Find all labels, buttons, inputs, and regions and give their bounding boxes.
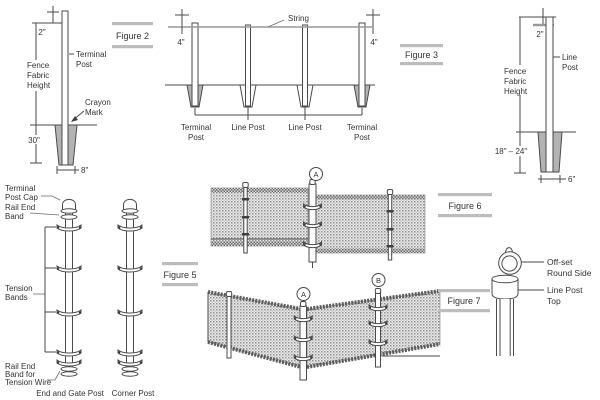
offset-round-eye-inner <box>501 255 518 272</box>
figure7-title: Figure 7 <box>447 296 480 306</box>
callout-a: A <box>313 170 318 179</box>
end-post <box>226 295 232 359</box>
callout-a: A <box>301 290 306 299</box>
dim-30in: 30" <box>28 136 40 145</box>
dim-18-24in: 18" – 24" <box>495 147 528 156</box>
terminal-post-right <box>358 22 366 107</box>
rail-end-band-tw-label-2: Band for <box>5 370 36 379</box>
terminal-left-label-1: Terminal <box>181 123 211 132</box>
rail-end-band-label-2: Band <box>5 212 24 221</box>
callout-b: B <box>376 276 381 285</box>
line-post-label-1: Line <box>562 53 578 62</box>
end-gate-post-caption: End and Gate Post <box>36 389 104 398</box>
terminal-left-label-2: Post <box>188 133 205 142</box>
rail-end-band <box>60 208 78 214</box>
figure2-label: Figure 2 <box>112 22 153 49</box>
fabric-height-label-1: Fence <box>504 67 527 76</box>
terminal-post-label-1: Terminal <box>76 50 106 59</box>
crayon-mark-label-1: Crayon <box>85 98 111 107</box>
terminal-post-cap-label-2: Post Cap <box>5 193 38 202</box>
line-post-left <box>245 24 251 107</box>
chain-link-fabric-left <box>210 187 309 247</box>
fabric-height-label-3: Height <box>504 87 528 96</box>
terminal-post-setting-diagram: 2" Terminal Post Fence Fabric Height Cra… <box>25 6 111 175</box>
terminal-post <box>308 183 317 263</box>
terminal-post-left <box>191 22 199 107</box>
crayon-mark-label-2: Mark <box>85 108 104 117</box>
corner-post-cap <box>300 301 307 307</box>
line-post <box>243 185 248 254</box>
line-right-label: Line Post <box>288 123 322 132</box>
line-post-top-label-2: Top <box>547 296 561 306</box>
figure3-label: Figure 3 <box>400 44 443 66</box>
leader-arrowhead <box>71 116 78 122</box>
tension-bands-label-1: Tension <box>5 284 33 293</box>
fabric-height-label-1: Fence <box>27 61 50 70</box>
callout-a-circle <box>296 287 311 301</box>
chain-link-fabric-right <box>315 194 426 254</box>
line-post <box>375 292 381 368</box>
figure7-label: Figure 7 <box>438 289 490 313</box>
string-line-diagram: String 4" 4" Terminal Post Line Post Lin… <box>165 9 380 142</box>
fabric-height-label-2: Fabric <box>504 77 526 86</box>
terminal-right-label-1: Terminal <box>347 123 377 132</box>
fabric-height-label-3: Height <box>27 81 51 90</box>
rail-end-band-bottom <box>60 366 78 372</box>
terminal-post <box>61 10 69 166</box>
line-left-label: Line Post <box>231 123 265 132</box>
dim-8in: 8" <box>81 166 88 175</box>
rail-end-band-label-1: Rail End <box>5 203 35 212</box>
dim-4in-left: 4" <box>177 38 184 47</box>
figure6-title: Figure 6 <box>448 201 481 211</box>
figure5-label: Figure 5 <box>162 262 198 287</box>
rail-end-band-tw-label-1: Rail End <box>5 362 35 371</box>
corner-post-diagram: Corner Post <box>112 198 155 398</box>
line-post-top-detail-diagram: Off-set Round Side Line Post Top <box>491 247 592 356</box>
line-post-setting-diagram: 2" Line Post Fence Fabric Height 18" – 2… <box>494 8 579 184</box>
string-label: String <box>288 14 309 23</box>
terminal-right-label-2: Post <box>354 133 371 142</box>
figure6-label: Figure 6 <box>438 193 492 218</box>
corner-post-caption: Corner Post <box>112 389 155 398</box>
line-post <box>387 192 393 261</box>
figure2-title: Figure 2 <box>116 31 149 41</box>
figure5-title: Figure 5 <box>163 270 196 280</box>
end-and-gate-post-diagram: Terminal Post Cap Rail End Band Tension … <box>5 184 105 398</box>
tension-bands-label-2: Bands <box>5 293 28 302</box>
fabric-height-label-2: Fabric <box>27 71 49 80</box>
line-post-right <box>302 24 308 107</box>
callout-b-circle <box>371 273 386 287</box>
dim-4in-right: 4" <box>370 38 377 47</box>
offset-round-side-label-2: Round Side <box>547 268 592 278</box>
figure3-title: Figure 3 <box>405 50 438 60</box>
terminal-post-cap-label-1: Terminal <box>5 184 35 193</box>
dim-2in: 2" <box>536 30 543 39</box>
callout-a-circle <box>309 167 323 181</box>
corner-fence-run-diagram: A B <box>207 273 441 381</box>
terminal-post-label-2: Post <box>76 60 93 69</box>
line-post-label-2: Post <box>562 63 579 72</box>
dim-6in: 6" <box>568 175 575 184</box>
corner-post <box>299 305 307 381</box>
rail-end-band-tw-label-3: Tension Wire <box>5 378 52 387</box>
line-post-top-label-1: Line Post <box>547 285 583 295</box>
offset-round-side-label-1: Off-set <box>547 257 573 267</box>
line-post <box>545 16 554 173</box>
dim-2in: 2" <box>38 28 45 37</box>
straight-fence-run-diagram: A <box>210 167 426 268</box>
